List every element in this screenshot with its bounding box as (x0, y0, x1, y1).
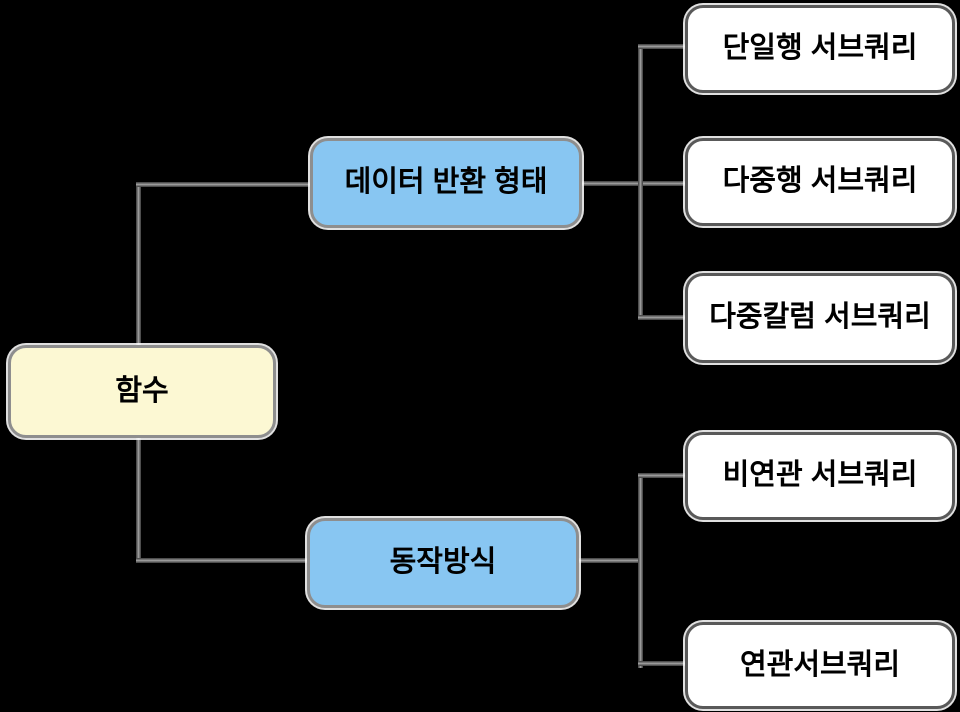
node-leaf4-label: 비연관 서브쿼리 (722, 459, 918, 492)
node-leaf-uncorrelated-subquery: 비연관 서브쿼리 (685, 432, 955, 520)
node-leaf2-label: 다중행 서브쿼리 (722, 165, 918, 198)
node-leaf3-label: 다중칼럼 서브쿼리 (709, 301, 931, 334)
node-leaf-multi-column-subquery: 다중칼럼 서브쿼리 (685, 273, 955, 363)
node-root-label: 함수 (115, 374, 169, 407)
node-branch2-label: 동작방식 (389, 546, 497, 579)
node-branch-data-return-type: 데이터 반환 형태 (310, 138, 582, 228)
connector-branch2-to-leaf5 (638, 661, 687, 666)
connector-branch2-to-leaf4 (638, 473, 687, 478)
connector-root-to-branch1 (136, 182, 312, 187)
node-leaf-correlated-subquery: 연관서브쿼리 (685, 622, 955, 709)
connector-upper-trunk (638, 47, 643, 320)
node-branch-operation-mode: 동작방식 (307, 518, 579, 608)
connector-branch2-to-trunk (571, 558, 641, 563)
connector-branch1-to-leaf3 (638, 315, 687, 320)
node-leaf5-label: 연관서브쿼리 (739, 648, 901, 681)
connector-lower-trunk (638, 473, 643, 668)
node-leaf-multi-row-subquery: 다중행 서브쿼리 (685, 138, 955, 226)
connector-branch1-to-leaf2 (574, 181, 687, 186)
node-root-function: 함수 (8, 345, 276, 438)
connector-root-to-branch2 (136, 558, 309, 563)
node-leaf-single-row-subquery: 단일행 서브쿼리 (685, 5, 955, 93)
node-leaf1-label: 단일행 서브쿼리 (722, 32, 918, 65)
connector-branch1-to-leaf1 (638, 44, 687, 49)
node-branch1-label: 데이터 반환 형태 (344, 166, 548, 199)
